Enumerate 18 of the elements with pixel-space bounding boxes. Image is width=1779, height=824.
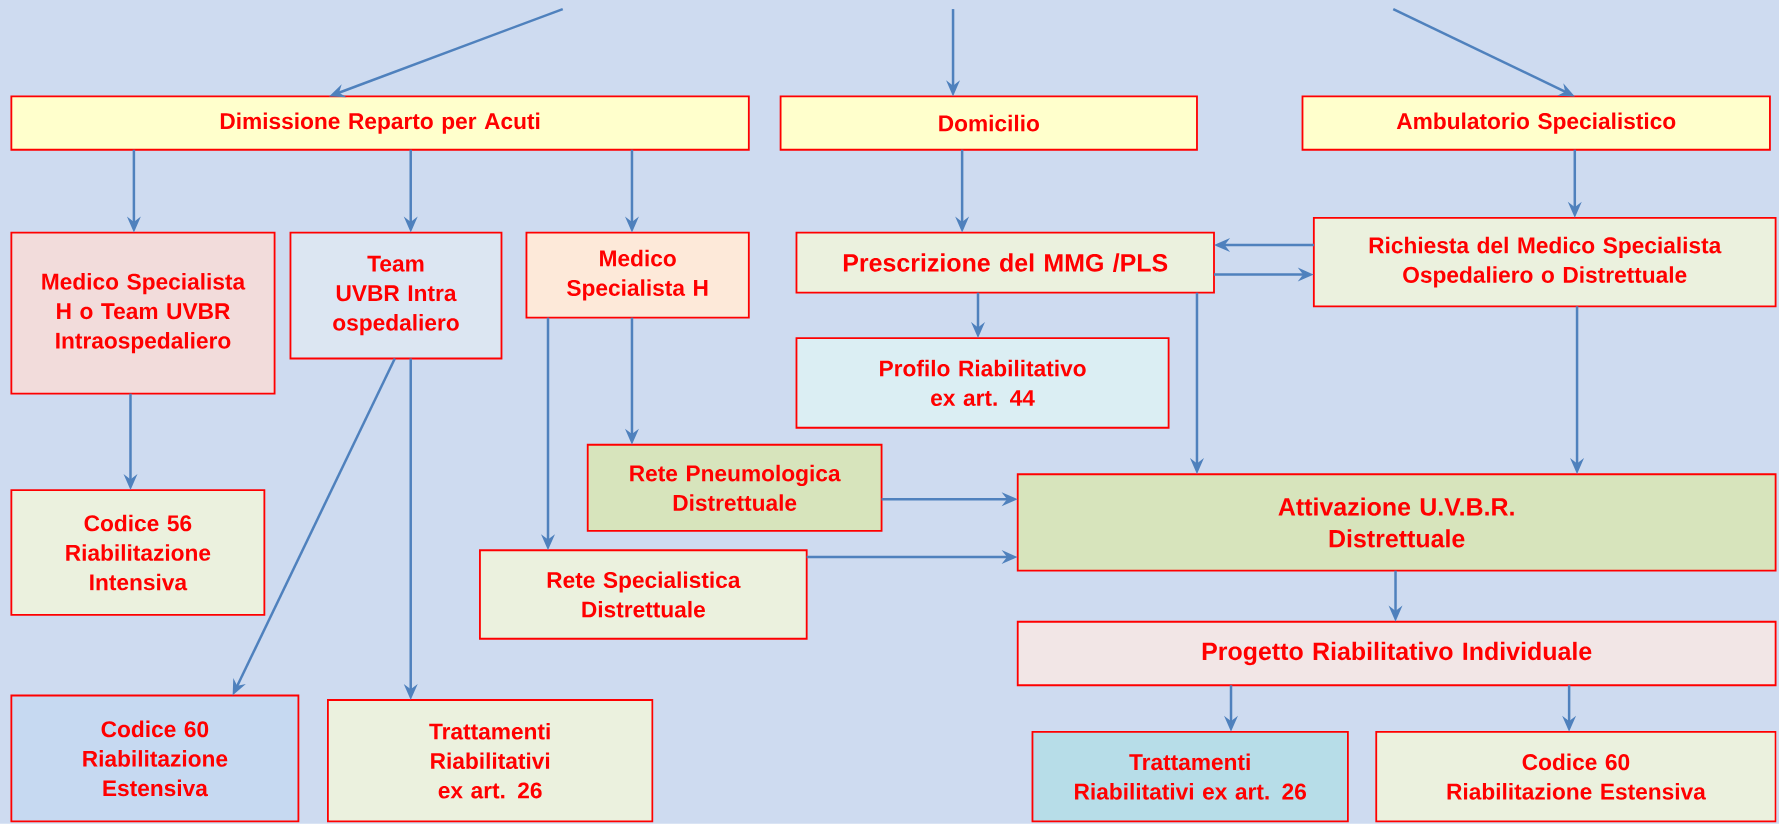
process-box: Codice 60 Riabilitazione Estensiva [10,694,300,823]
process-box: Richiesta del Medico Specialista Ospedaliero o Distrettuale [1312,217,1777,308]
process-box: Trattamenti Riabilitativi ex art. 26 [327,699,654,823]
process-box: Profilo Riabilitativo ex art. 44 [795,337,1170,429]
process-box: Team UVBR Intra ospedaliero [289,231,503,360]
process-box: Attivazione U.V.B.R. Distrettuale [1016,473,1777,572]
process-box: Progetto Riabilitativo Individuale [1016,621,1777,687]
process-box: Ambulatorio Specialistico [1301,95,1771,151]
process-box: Domicilio [779,95,1198,151]
process-box: Trattamenti Riabilitativi ex art. 26 [1031,731,1349,823]
process-box: Rete Specialistica Distrettuale [479,549,808,640]
process-box: Prescrizione del MMG /PLS [795,231,1215,294]
process-box: Rete Pneumologica Distrettuale [586,443,883,533]
process-box: Medico Specialista H o Team UVBR Intraospedaliero [10,231,276,395]
process-box: Dimissione Reparto per Acuti [10,95,750,151]
process-box: Codice 56 Riabilitazione Intensiva [10,489,266,616]
process-box: Codice 60 Riabilitazione Estensiva [1375,731,1777,823]
process-box: Medico Specialista H [525,231,750,319]
